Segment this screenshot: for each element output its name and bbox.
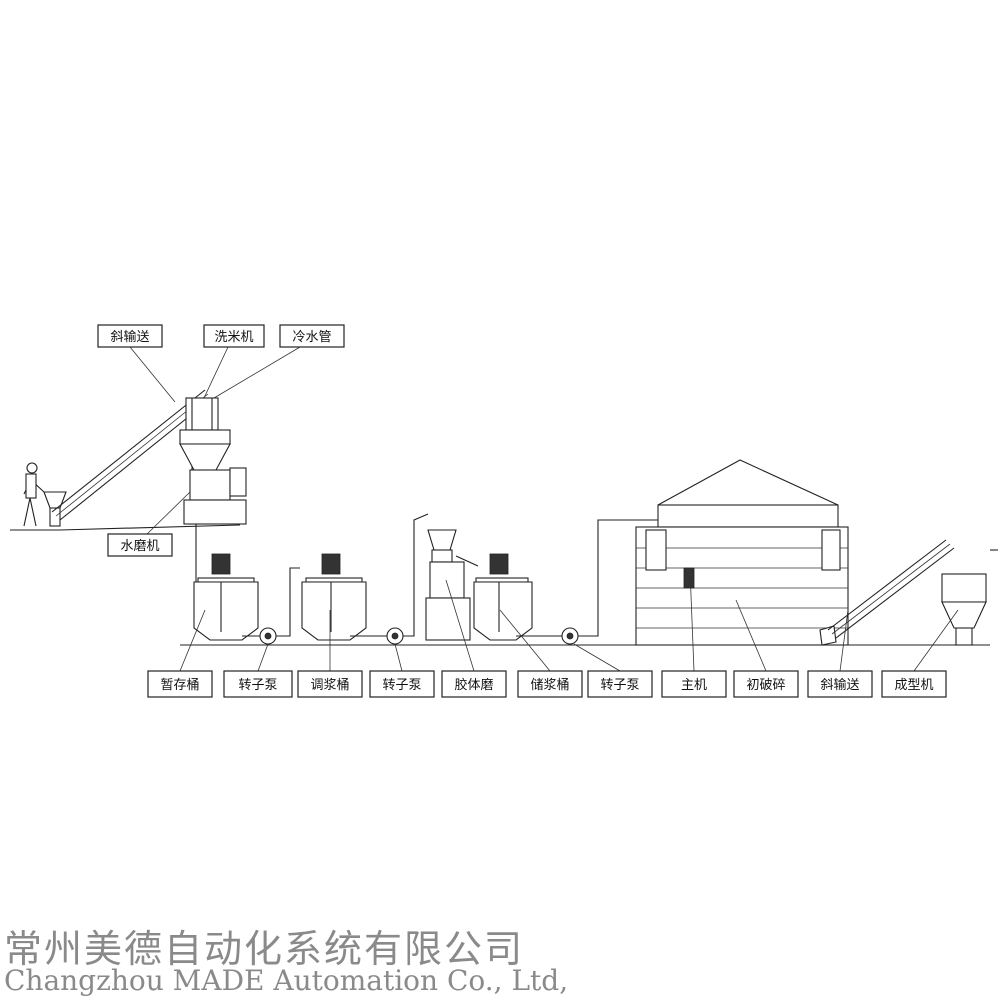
- worker-figure: [23, 462, 45, 527]
- label-incline-conveyor-1: 斜输送: [97, 324, 163, 348]
- slurry-storage-tank: [473, 553, 533, 641]
- label-primary-crusher: 初破碎: [733, 670, 799, 698]
- colloid-mill: [425, 529, 479, 641]
- svg-text:调浆桶: 调浆桶: [310, 678, 349, 693]
- label-rotor-pump-3: 转子泵: [587, 670, 653, 698]
- slurry-mixing-tank: [301, 553, 367, 641]
- svg-text:转子泵: 转子泵: [382, 678, 421, 693]
- svg-text:冷水管: 冷水管: [292, 330, 331, 345]
- label-rotor-pump-1: 转子泵: [223, 670, 293, 698]
- svg-text:初破碎: 初破碎: [746, 678, 785, 693]
- label-rotor-pump-2: 转子泵: [369, 670, 435, 698]
- label-slurry-mixing-tank: 调浆桶: [297, 670, 363, 698]
- feed-hopper: [43, 491, 67, 527]
- incline-conveyor-right: [819, 539, 955, 646]
- company-name-chinese: 常州美德自动化系统有限公司: [4, 927, 525, 971]
- rice-washer-and-water-mill: [179, 397, 247, 610]
- svg-text:转子泵: 转子泵: [238, 678, 277, 693]
- svg-text:成型机: 成型机: [894, 678, 933, 693]
- forming-machine: [941, 573, 987, 646]
- label-main-machine: 主机: [661, 670, 727, 698]
- rotor-pump-3: [516, 519, 660, 645]
- company-name-english: Changzhou MADE Automation Co., Ltd,: [4, 964, 569, 997]
- label-rice-washer: 洗米机: [203, 324, 265, 348]
- temp-storage-tank: [193, 553, 259, 641]
- main-machine: [635, 459, 849, 646]
- svg-text:暂存桶: 暂存桶: [160, 678, 199, 693]
- label-water-mill: 水磨机: [107, 533, 173, 557]
- svg-text:洗米机: 洗米机: [214, 330, 253, 345]
- label-slurry-storage-tank: 储浆桶: [517, 670, 583, 698]
- label-cold-water-pipe: 冷水管: [279, 324, 345, 348]
- svg-text:主机: 主机: [681, 678, 707, 693]
- svg-text:储浆桶: 储浆桶: [530, 678, 569, 693]
- label-temp-storage-tank: 暂存桶: [147, 670, 213, 698]
- svg-text:转子泵: 转子泵: [600, 678, 639, 693]
- label-incline-conveyor-2: 斜输送: [807, 670, 873, 698]
- leader-lines: [129, 346, 959, 672]
- svg-text:斜输送: 斜输送: [820, 677, 859, 693]
- label-forming-machine: 成型机: [881, 670, 947, 698]
- svg-text:胶体磨: 胶体磨: [454, 677, 493, 693]
- svg-text:斜输送: 斜输送: [110, 329, 149, 345]
- rotor-pump-2: [350, 513, 429, 645]
- svg-text:水磨机: 水磨机: [120, 539, 159, 554]
- rotor-pump-1: [242, 567, 300, 645]
- label-colloid-mill: 胶体磨: [441, 670, 507, 698]
- ground-lines: [10, 524, 998, 646]
